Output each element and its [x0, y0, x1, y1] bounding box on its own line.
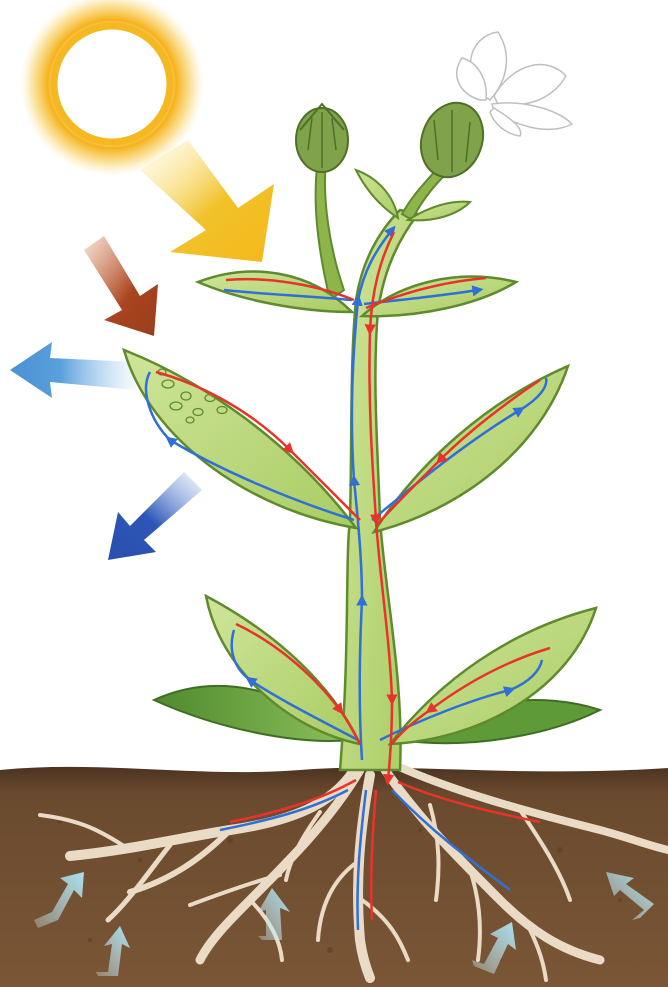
leaf-middle-right	[374, 366, 568, 532]
sunlight-arrow	[140, 140, 274, 262]
soil	[0, 767, 668, 987]
flower	[411, 32, 572, 186]
stem	[316, 160, 444, 770]
light-out-arrow	[10, 342, 136, 398]
bud-closed	[296, 104, 348, 172]
gas-out-arrow	[108, 472, 202, 560]
heat-arrow	[84, 236, 158, 336]
